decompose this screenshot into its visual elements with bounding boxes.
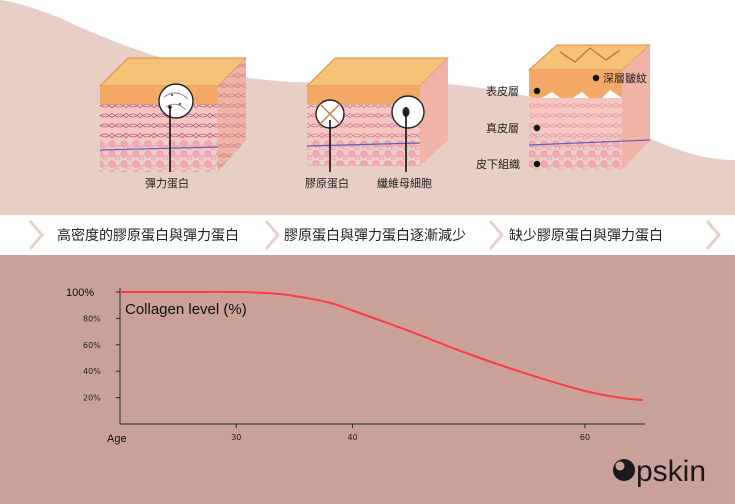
x-tick-label: 30 [231, 433, 241, 442]
skin-block-aged [527, 44, 652, 170]
y-tick-label: 80% [83, 314, 101, 323]
callout-deep-wrinkle: 深層皺紋 [603, 71, 647, 85]
chart-background [0, 255, 735, 504]
callout-dermis: 真皮層 [486, 121, 519, 135]
collagen-chart: 100% 80% 60% 40% 20% 30 40 60 Age Collagen level … [66, 287, 645, 445]
callout-epidermis: 表皮層 [486, 84, 519, 98]
x-tick-label: 60 [580, 433, 590, 442]
chart-title: Collagen level (%) [125, 301, 247, 318]
y-tick-label: 40% [83, 367, 101, 376]
banner-chevrons [28, 220, 721, 250]
skin-block-young [98, 57, 248, 172]
skin-block-middle [305, 57, 450, 172]
callout-elastin: 彈力蛋白 [145, 176, 189, 190]
stage-label-3: 缺少膠原蛋白與彈力蛋白 [509, 228, 663, 244]
stage-label-2: 膠原蛋白與彈力蛋白逐漸減少 [284, 227, 466, 244]
x-axis-label: Age [107, 433, 127, 445]
opskin-logo: pskin [613, 455, 706, 488]
logo-text: pskin [636, 455, 706, 488]
logo-mark-icon [613, 459, 635, 481]
stage-banner [0, 215, 735, 255]
x-tick-label: 40 [347, 433, 357, 442]
y-tick-label: 60% [83, 341, 101, 350]
callout-subcutis: 皮下組織 [476, 158, 520, 171]
callout-fibroblast: 纖維母細胞 [377, 176, 432, 190]
y-tick-label: 20% [83, 394, 101, 403]
callout-collagen: 膠原蛋白 [305, 176, 349, 190]
collagen-curve [120, 290, 644, 402]
stage-label-1: 高密度的膠原蛋白與彈力蛋白 [57, 227, 239, 244]
y-tick-label: 100% [66, 287, 94, 299]
